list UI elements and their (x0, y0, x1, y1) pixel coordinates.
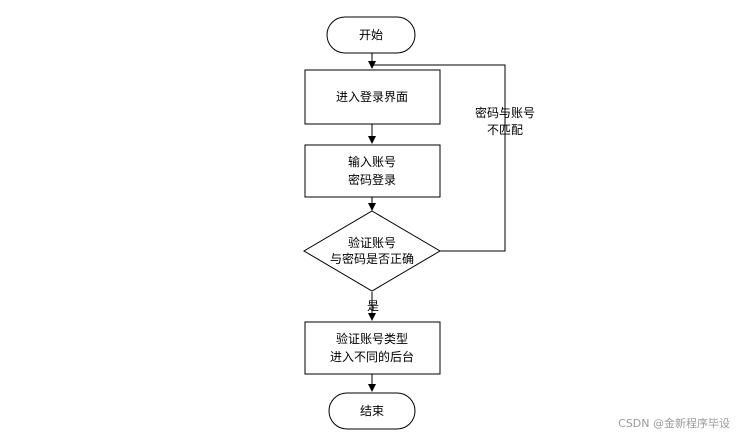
input-label-1: 密码登录 (348, 172, 396, 187)
edges (368, 53, 506, 392)
watermark-text: CSDN @金新程序毕设 (618, 417, 730, 430)
start-label-0: 开始 (359, 28, 383, 42)
dispatch-label-0: 验证账号类型 (336, 331, 408, 346)
verify-decision-shape (303, 210, 441, 292)
edge-label-mismatch-0: 密码与账号 (475, 105, 535, 120)
dispatch-process-shape (304, 321, 441, 375)
node-login-page: 进入登录界面 (304, 69, 441, 125)
edge-verify-loop-back (372, 64, 506, 252)
login-page-process-shape (304, 69, 441, 125)
node-verify: 验证账号 与密码是否正确 (303, 210, 441, 292)
node-end: 结束 (328, 392, 416, 430)
start-terminal-shape (326, 16, 416, 54)
verify-label-1: 与密码是否正确 (330, 251, 414, 266)
node-start: 开始 (326, 16, 416, 54)
node-dispatch: 验证账号类型 进入不同的后台 (304, 321, 441, 375)
verify-label-0: 验证账号 (348, 235, 396, 250)
end-label-0: 结束 (360, 404, 384, 418)
input-process-shape (304, 144, 441, 198)
end-terminal-shape (328, 392, 416, 430)
dispatch-label-1: 进入不同的后台 (330, 349, 414, 364)
node-input: 输入账号 密码登录 (304, 144, 441, 198)
input-label-0: 输入账号 (348, 154, 396, 169)
edge-label-mismatch-1: 不匹配 (487, 123, 523, 137)
edge-label-yes: 是 (367, 299, 379, 313)
login-page-label-0: 进入登录界面 (336, 89, 408, 104)
